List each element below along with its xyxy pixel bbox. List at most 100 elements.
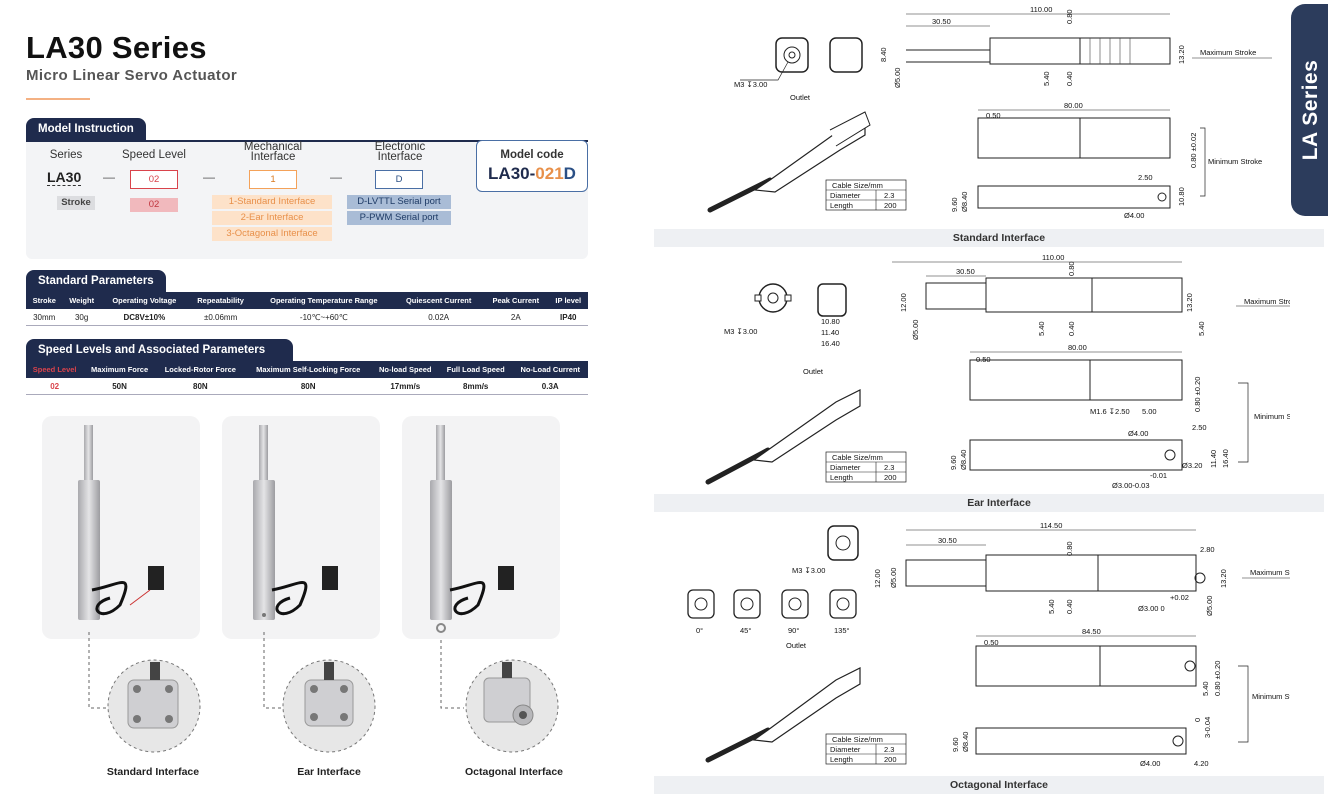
dim-ear-d3: Ø3.00-0.03 — [1112, 481, 1150, 490]
dim-standard-0-5: 0.50 — [986, 111, 1001, 120]
technical-drawings: M3 ↧3.00 Outlet 110.00 30.50 0.80 8.40 Ø… — [687, 5, 1290, 768]
model-code-mid: 021 — [535, 164, 564, 183]
dim-ear-m3: M3 ↧3.00 — [724, 327, 757, 336]
cable-length: Length — [830, 755, 853, 764]
standard_parameters-headers-2: Operating Voltage — [100, 292, 188, 309]
cable-diameter: Diameter — [830, 745, 861, 754]
max-stroke-ear: Maximum Stroke — [1244, 297, 1290, 306]
dim-standard-0-8-tol: 0.80 ±0.02 — [1189, 133, 1198, 168]
standard_parameters-row-5: 0.02A — [428, 313, 450, 322]
mechanical-interface-box: 1 — [249, 170, 297, 189]
cable-diameter-value: 2.3 — [884, 463, 894, 472]
card-caption-standard: Standard Interface — [106, 766, 200, 778]
standard_parameters-headers-3: Repeatability — [187, 292, 254, 309]
dim-ear-d8-4: Ø8.40 — [959, 450, 968, 470]
dim-ear-11-4: 11.40 — [821, 328, 839, 337]
mech-option-1: 1-Standard Interface — [212, 195, 332, 209]
cable-diameter-value: 2.3 — [884, 191, 894, 200]
dim-standard-d5: Ø5.00 — [893, 68, 902, 88]
dim-ear-5-4: 5.40 — [1037, 321, 1046, 336]
standard_parameters-row-6: 2A — [510, 313, 521, 322]
standard-parameters-heading: Standard Parameters — [26, 270, 166, 292]
dim-standard-30-5: 30.50 — [932, 17, 951, 26]
dim-standard-0-4: 0.40 — [1065, 71, 1074, 86]
table-rule — [26, 394, 588, 395]
dim-oct-d5: Ø5.00 — [889, 568, 898, 588]
dim-oct-84-5: 84.50 — [1082, 627, 1101, 636]
drawing-caption-standard: Standard Interface — [952, 232, 1046, 244]
dim-oct-0-5: 0.50 — [984, 638, 999, 647]
cable-length-value: 200 — [884, 755, 897, 764]
dim-oct-30-5: 30.50 — [938, 536, 957, 545]
speed_levels-headers-2: Locked-Rotor Force — [155, 361, 245, 378]
drawing-octagonal: M3 ↧3.00 0° 45° 90° 135° Outlet 114.50 3… — [687, 521, 1290, 768]
stroke-tag: Stroke — [57, 196, 95, 210]
speed_levels-row-2: 80N — [193, 382, 208, 391]
cable-length: Length — [830, 473, 853, 482]
speed_levels-headers-6: No-Load Current — [512, 361, 588, 378]
card-caption-octagonal: Octagonal Interface — [464, 766, 564, 778]
model-code-suffix: D — [563, 164, 576, 183]
dim-ear-110: 110.00 — [1042, 253, 1064, 262]
label-mechanical-interface: Mechanical Interface — [243, 141, 303, 163]
cable-head: Cable Size/mm — [832, 181, 883, 190]
standard_parameters-headers-1: Weight — [62, 292, 101, 309]
speed_levels-row-4: 17mm/s — [390, 382, 421, 391]
cable-length-value: 200 — [884, 201, 897, 210]
dim-oct-0-8-tol: 0.80 ±0.20 — [1213, 661, 1222, 696]
speed_levels-headers-3: Maximum Self-Locking Force — [244, 361, 372, 378]
angle-90: 90° — [788, 626, 799, 635]
dim-standard-9-6: 9.60 — [950, 197, 959, 212]
outlet-label-oct: Outlet — [786, 641, 807, 650]
section-divider — [26, 140, 588, 142]
dim-ear-m1-6: M1.6 ↧2.50 — [1090, 407, 1130, 416]
dim-oct-d4: Ø4.00 — [1140, 759, 1160, 768]
card-caption-ear: Ear Interface — [297, 766, 361, 778]
model-code-prefix: LA30- — [488, 164, 536, 183]
label-speed-level: Speed Level — [122, 149, 186, 161]
dim-ear-d4: Ø4.00 — [1128, 429, 1148, 438]
min-stroke-ear: Minimum Stroke — [1254, 412, 1290, 421]
speed_levels-headers-5: Full Load Speed — [438, 361, 513, 378]
angle-views — [687, 589, 857, 619]
model-code-label: Model code — [500, 149, 564, 161]
dim-ear-10-8: 10.80 — [821, 317, 840, 326]
label-electronic-interface: Electronic Interface — [374, 141, 426, 163]
dim-ear-0-4: 0.40 — [1067, 321, 1076, 336]
dim-ear-0-5: 0.50 — [976, 355, 991, 364]
table-rule — [26, 325, 588, 326]
dim-oct-3: 3-0.04 — [1203, 717, 1212, 738]
dash-3: — — [330, 170, 342, 184]
dim-ear-12: 12.00 — [899, 293, 908, 312]
series-value: LA30 — [47, 169, 82, 186]
speed_levels-headers-1: Maximum Force — [83, 361, 156, 378]
dim-oct-d5b: Ø5.00 — [1205, 596, 1214, 616]
stroke-value-tag: 02 — [130, 198, 178, 212]
dim-standard-5-4: 5.40 — [1042, 71, 1051, 86]
outlet-label-standard: Outlet — [790, 93, 811, 102]
dim-ear-13-2: 13.20 — [1185, 293, 1194, 312]
cable-head: Cable Size/mm — [832, 735, 883, 744]
dim-ear-0-8-tol: 0.80 ±0.20 — [1193, 377, 1202, 412]
standard_parameters-row-4: -10℃~+60℃ — [299, 313, 348, 322]
dim-oct-d3: Ø3.00 0 — [1138, 604, 1165, 613]
page-title: LA30 Series — [26, 30, 207, 65]
actuator-photo-standard — [78, 425, 164, 620]
dim-ear-80: 80.00 — [1068, 343, 1087, 352]
speed_levels-row-3: 80N — [300, 382, 316, 391]
electronic-interface-box: D — [375, 170, 423, 189]
side-tab: LA Series — [1291, 4, 1328, 216]
speed_levels-headers-0: Speed Level — [26, 361, 84, 378]
dim-oct-9-6: 9.60 — [951, 737, 960, 752]
dim-ear-16-4: 16.40 — [1221, 449, 1230, 468]
model-code-value: LA30-021D — [476, 164, 588, 184]
dim-standard-80: 80.00 — [1064, 101, 1083, 110]
dim-standard-110: 110.00 — [1030, 5, 1052, 14]
dim-ear-5-4b: 5.40 — [1197, 321, 1206, 336]
dim-oct-114-5: 114.50 — [1040, 521, 1062, 530]
title-underline — [26, 98, 90, 100]
dim-oct-5-4: 5.40 — [1047, 599, 1056, 614]
dim-ear-9-6: 9.60 — [949, 455, 958, 470]
